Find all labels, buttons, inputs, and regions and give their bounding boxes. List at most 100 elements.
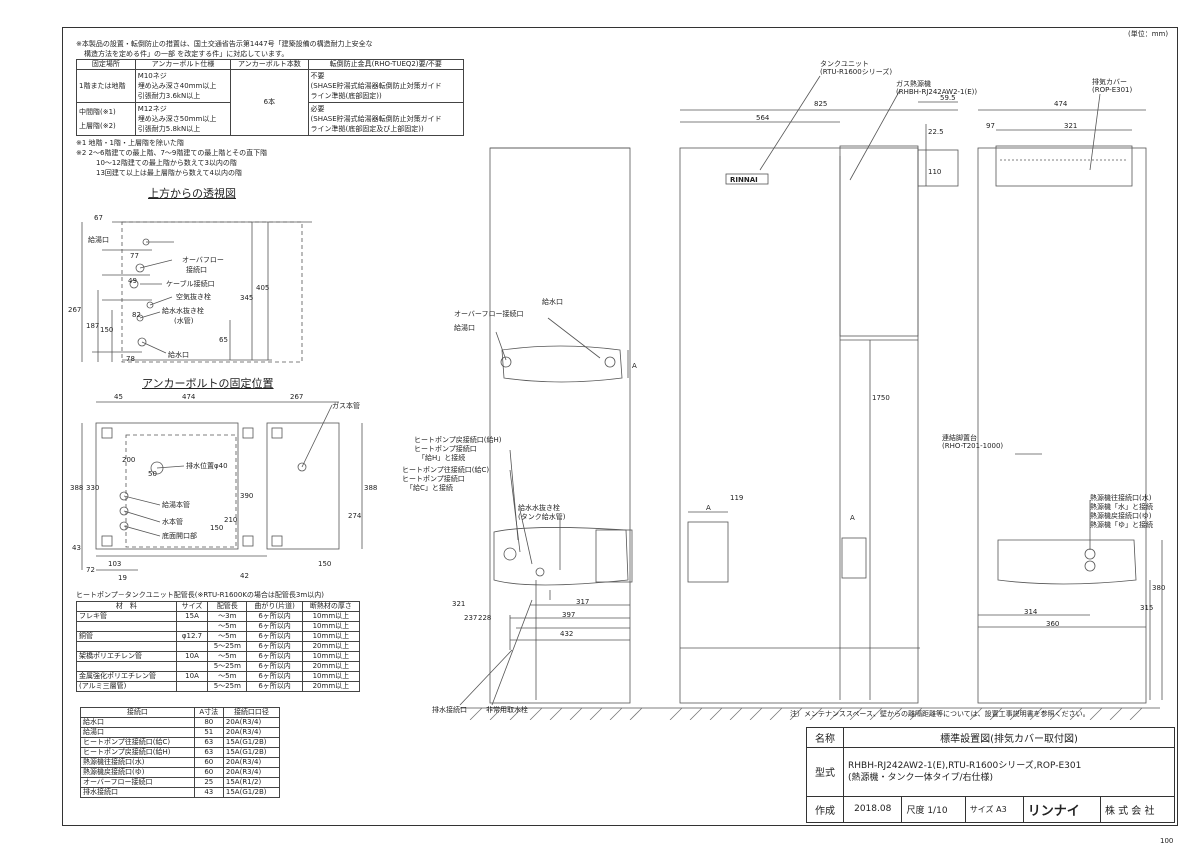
anchor-header-count: アンカーボルト本数 xyxy=(230,59,309,70)
label-hot-main: 給湯本管 xyxy=(162,500,190,509)
label-hp-go-3: 「給C」と接続 xyxy=(406,483,453,492)
label-stand: 連結脚置台 xyxy=(942,433,977,442)
anchor-row1-need-3: ライン準拠(底部固定)) xyxy=(310,92,382,100)
label-hot-out: 給湯口 xyxy=(88,235,109,244)
dim-tv-345: 345 xyxy=(240,294,253,302)
brand-plate: RINNAI xyxy=(730,176,758,184)
pipe-cell xyxy=(175,641,209,652)
pipe-cell: 銅管 xyxy=(76,631,177,642)
label-hot-out-port: 給湯口 xyxy=(454,323,475,332)
scale-label: 尺度 xyxy=(906,805,925,816)
label-hs-go: 熱源機往接続口(水) xyxy=(1090,493,1152,502)
connection-cell: 給水口 xyxy=(80,717,195,728)
pipe-cell: ～3m xyxy=(207,611,248,622)
label-gas-main: ガス本管 xyxy=(332,401,360,410)
pipe-cell: 10mm以上 xyxy=(301,671,361,682)
pipe-cell: 6ヶ所以内 xyxy=(246,671,303,682)
dim-tv-78: 78 xyxy=(126,355,135,363)
dim-av-390: 390 xyxy=(240,492,253,500)
anchor-row1-spec-3: 引張耐力3.6kN以上 xyxy=(137,92,201,100)
dim-av-50: 50 xyxy=(148,470,157,478)
dim-av-388-left: 388 xyxy=(70,484,83,492)
anchor-row1-need-2: (SHASE貯湯式給湯器転倒防止対策ガイド xyxy=(310,82,442,90)
pipe-header-length: 配管長 xyxy=(207,601,248,612)
label-water-pipe: (水管) xyxy=(174,316,194,325)
label-water-in-port: 給水口 xyxy=(542,297,563,306)
dim-1750: 1750 xyxy=(872,394,890,402)
dim-110: 110 xyxy=(928,168,941,176)
dim-315: 315 xyxy=(1140,604,1153,612)
dim-a-3: A xyxy=(850,514,855,522)
dim-tv-49: 49 xyxy=(128,277,137,285)
label-hp-go-2: ヒートポンプ接続口 xyxy=(402,474,465,483)
connection-cell: ヒートポンプ往接続口(給C) xyxy=(80,737,195,748)
pipe-cell: ～5m xyxy=(207,671,248,682)
dim-a-2: A xyxy=(706,504,711,512)
anchor-row2-spec-1: M12ネジ xyxy=(137,105,167,113)
pipe-cell: 20mm以上 xyxy=(301,661,361,672)
label-exhaust-cover: 排気カバー xyxy=(1092,77,1127,86)
sheet-number: 100 xyxy=(1160,837,1174,845)
dim-av-103: 103 xyxy=(108,560,121,568)
label-air-vent: 空気抜き栓 xyxy=(176,292,211,301)
size-label: サイズ xyxy=(969,804,994,814)
label-water-main: 水本管 xyxy=(162,517,183,526)
pipe-cell xyxy=(175,661,209,672)
conn-header-diameter: 接続口口径 xyxy=(222,707,281,718)
dim-av-150b: 150 xyxy=(318,560,331,568)
pipe-cell xyxy=(175,681,209,692)
anchor-row1-place: 1階または地階 xyxy=(76,69,136,103)
connection-cell: ヒートポンプ戻接続口(給H) xyxy=(80,747,195,758)
anchor-count: 6本 xyxy=(230,69,309,136)
dim-360: 360 xyxy=(1046,620,1059,628)
connection-cell: 15A(R1/2) xyxy=(222,777,281,788)
dim-tv-187: 187 xyxy=(86,322,99,330)
label-hs-go-2: 熱源機「水」と接続 xyxy=(1090,502,1153,511)
connection-cell: 60 xyxy=(193,757,224,768)
pipe-cell: ～5m xyxy=(207,631,248,642)
anchor-view-title: アンカーボルトの固定位置 xyxy=(142,377,274,390)
anchor-row2-need-2: (SHASE貯湯式給湯器転倒防止対策ガイド xyxy=(310,115,442,123)
pipe-cell: 6ヶ所以内 xyxy=(246,651,303,662)
pipe-cell: 20mm以上 xyxy=(301,681,361,692)
connection-cell: 20A(R3/4) xyxy=(222,767,281,778)
pipe-table-caption: ヒートポンプ－タンクユニット配管長(※RTU-R1600Kの場合は配管長3m以内… xyxy=(76,591,324,599)
pipe-cell: 20mm以上 xyxy=(301,641,361,652)
dim-432: 432 xyxy=(560,630,573,638)
anchor-row2-place-2: 上層階(※2) xyxy=(79,122,116,130)
connection-cell: 63 xyxy=(193,747,224,758)
label-hs-ret-2: 熱源機「ゆ」と接続 xyxy=(1090,520,1153,529)
dim-av-43: 43 xyxy=(72,544,81,552)
connection-cell: 給湯口 xyxy=(80,727,195,738)
anchor-row1-spec-1: M10ネジ xyxy=(137,72,167,80)
dim-av-19: 19 xyxy=(118,574,127,582)
pipe-cell: 6ヶ所以内 xyxy=(246,681,303,692)
pipe-cell: 10mm以上 xyxy=(301,631,361,642)
pipe-cell: 6ヶ所以内 xyxy=(246,611,303,622)
model-value-1: RHBH-RJ242AW2-1(E),RTU-R1600シリーズ,ROP-E30… xyxy=(848,760,1082,771)
dim-321-left: 321 xyxy=(452,600,465,608)
footnote-3: 10～12階建ての最上階から数えて3以内の階 xyxy=(96,159,237,167)
connection-cell: 63 xyxy=(193,737,224,748)
pipe-cell: 5～25m xyxy=(207,661,248,672)
connection-cell: 熱源機往接続口(水) xyxy=(80,757,195,768)
label-exhaust-cover-model: (ROP-E301) xyxy=(1092,86,1132,94)
label-hs-ret: 熱源機戻接続口(ゆ) xyxy=(1090,511,1152,520)
label-emergency-tap: 非常用取水栓 xyxy=(486,705,528,714)
pipe-cell: 6ヶ所以内 xyxy=(246,621,303,632)
dim-av-200: 200 xyxy=(122,456,135,464)
connection-cell: 熱源機戻接続口(ゆ) xyxy=(80,767,195,778)
connection-cell: 43 xyxy=(193,787,224,798)
elevation-diagram: RINNAI タンクユニット (RTU-R1600シリーズ) ガス熱源機 (RH… xyxy=(402,60,1165,720)
dim-22-5: 22.5 xyxy=(928,128,944,136)
units-label: (単位：mm) xyxy=(1128,30,1169,38)
company-logo: リンナイ xyxy=(1022,795,1101,824)
